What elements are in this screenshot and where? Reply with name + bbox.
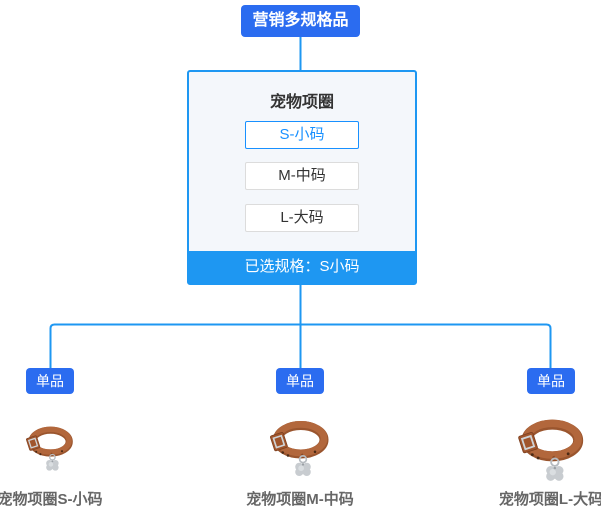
pet-collar-photo-large: [516, 413, 587, 483]
spec-panel-title: 宠物项圈: [269, 94, 334, 111]
product-label-medium: 宠物项圈M-中码: [246, 491, 354, 508]
connector-to-right-child: [300, 323, 552, 368]
sku-node-medium: 单品: [276, 368, 324, 394]
spec-panel: 宠物项圈 S-小码 M-中码 L-大码 已选规格：S小码: [187, 70, 417, 285]
spec-option-l-large[interactable]: L-大码: [245, 204, 359, 232]
spec-option-s-small[interactable]: S-小码: [245, 121, 359, 149]
collar-tag: [546, 466, 564, 481]
product-label-large: 宠物项圈L-大码: [498, 491, 601, 508]
root-node-multi-spec-product: 营销多规格品: [241, 5, 360, 37]
product-label-small: 宠物项圈S-小码: [0, 491, 103, 508]
collar-tag: [295, 462, 311, 477]
sku-node-small: 单品: [26, 368, 74, 394]
sku-node-large: 单品: [527, 368, 575, 394]
collar-tag: [46, 459, 59, 471]
connector-to-left-child: [49, 323, 301, 368]
spec-option-m-medium[interactable]: M-中码: [245, 162, 359, 190]
selected-spec-bar: 已选规格：S小码: [189, 251, 415, 283]
pet-collar-photo-medium: [270, 410, 330, 483]
pet-collar-photo-small: [26, 420, 74, 474]
